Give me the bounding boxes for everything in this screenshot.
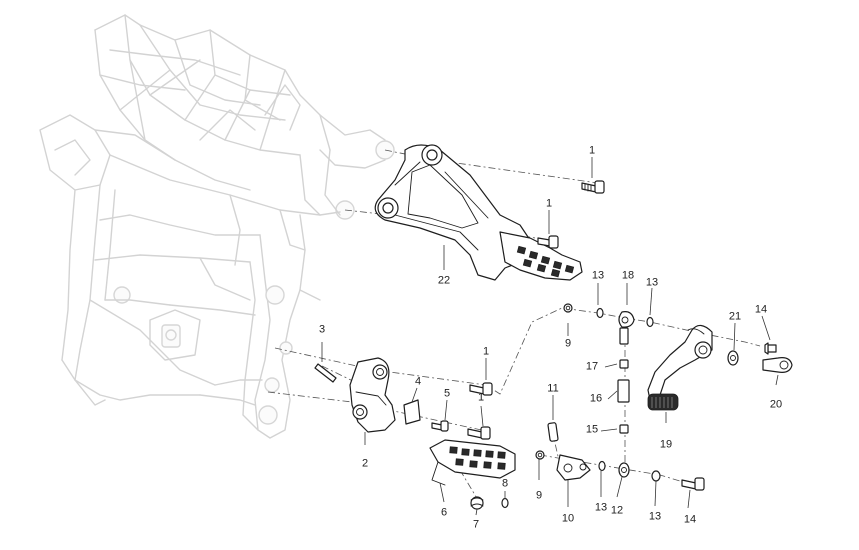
callout-20: 20 xyxy=(769,398,783,411)
leader-lines xyxy=(321,157,779,516)
callout-9-lower: 9 xyxy=(535,489,543,502)
rear-footpeg-hanger xyxy=(374,144,583,281)
callout-12: 12 xyxy=(610,504,624,517)
clip-8 xyxy=(501,497,509,509)
callout-13-lower-right: 13 xyxy=(648,510,662,523)
callout-3: 3 xyxy=(318,323,326,336)
shift-linkage-upper xyxy=(563,303,654,345)
callout-14-upper: 14 xyxy=(754,303,768,316)
motorcycle-frame xyxy=(39,14,395,439)
callout-8: 8 xyxy=(501,477,509,490)
callout-2: 2 xyxy=(361,457,369,470)
callout-19: 19 xyxy=(659,438,673,451)
callout-4: 4 xyxy=(414,375,422,388)
callout-7: 7 xyxy=(472,518,480,531)
callout-22: 22 xyxy=(437,274,451,287)
callout-18: 18 xyxy=(621,269,635,282)
bolt-1-lower-a xyxy=(469,382,493,396)
callout-1-upper-bolt: 1 xyxy=(588,144,596,157)
callout-11: 11 xyxy=(547,382,559,395)
shift-pivot-parts xyxy=(727,342,793,373)
footpeg-bracket xyxy=(349,357,396,433)
spring-7 xyxy=(470,496,484,510)
bolt-1-lower-b xyxy=(467,426,491,440)
callout-15: 15 xyxy=(585,423,599,436)
callout-14-lower: 14 xyxy=(683,513,697,526)
callout-1-hanger-bolt: 1 xyxy=(545,197,553,210)
shift-linkage-lower xyxy=(535,422,705,491)
callout-6: 6 xyxy=(440,506,448,519)
front-footpeg xyxy=(429,439,516,486)
callout-9-upper: 9 xyxy=(564,337,572,350)
callout-13-lower-left: 13 xyxy=(594,501,608,514)
bolt-1-upper xyxy=(581,180,605,194)
callout-1-lower-a: 1 xyxy=(482,345,490,358)
callout-10: 10 xyxy=(561,512,575,525)
pin-3 xyxy=(314,363,337,383)
bolt-1-hanger xyxy=(537,235,559,249)
callout-1-lower-b: 1 xyxy=(477,391,485,404)
callout-21: 21 xyxy=(728,310,742,323)
callout-17: 17 xyxy=(585,360,599,373)
callout-16: 16 xyxy=(589,392,603,405)
shift-lever xyxy=(647,324,713,411)
pin-stack xyxy=(617,359,630,478)
plate-4 xyxy=(403,399,421,425)
callout-13-upper-left: 13 xyxy=(591,269,605,282)
bolt-5 xyxy=(431,420,449,432)
callout-13-upper-right: 13 xyxy=(645,276,659,289)
callout-5: 5 xyxy=(443,387,451,400)
